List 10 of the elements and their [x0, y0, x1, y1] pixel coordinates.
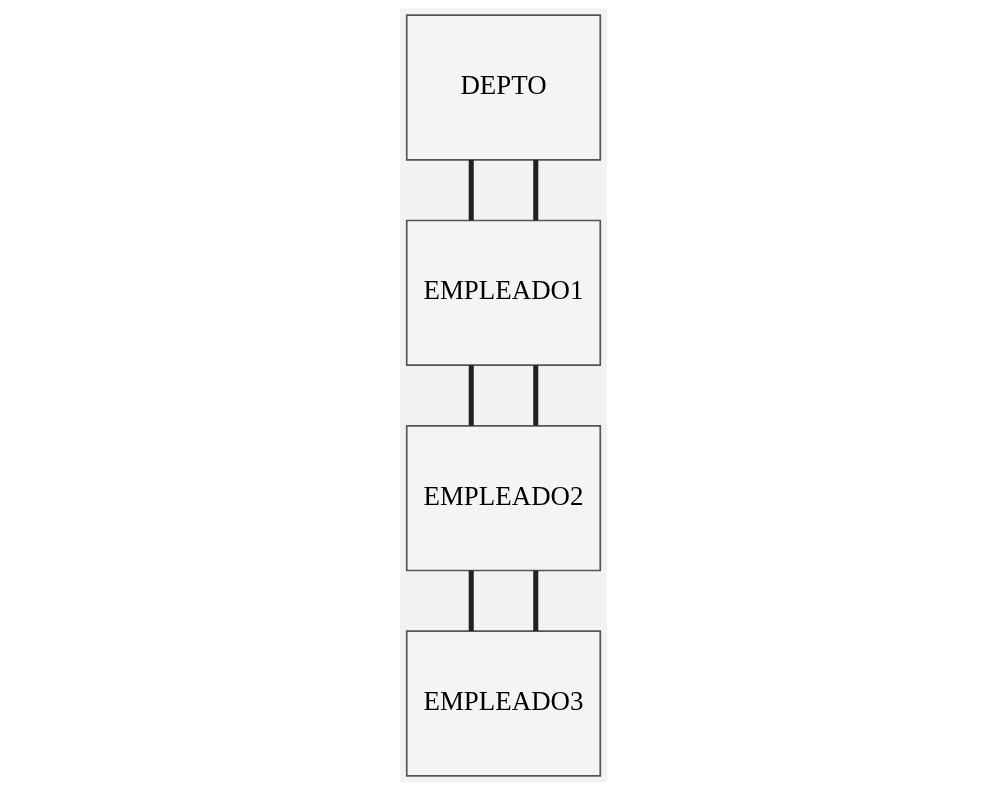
connector	[532, 365, 538, 426]
connector	[468, 570, 474, 632]
connector	[532, 159, 538, 221]
connector	[468, 159, 474, 221]
node-box: EMPLEADO3	[405, 630, 601, 777]
node-box: EMPLEADO2	[405, 424, 601, 572]
node-box: EMPLEADO1	[405, 219, 601, 367]
node-box: DEPTO	[405, 14, 601, 161]
connector	[468, 365, 474, 426]
connector	[532, 570, 538, 632]
